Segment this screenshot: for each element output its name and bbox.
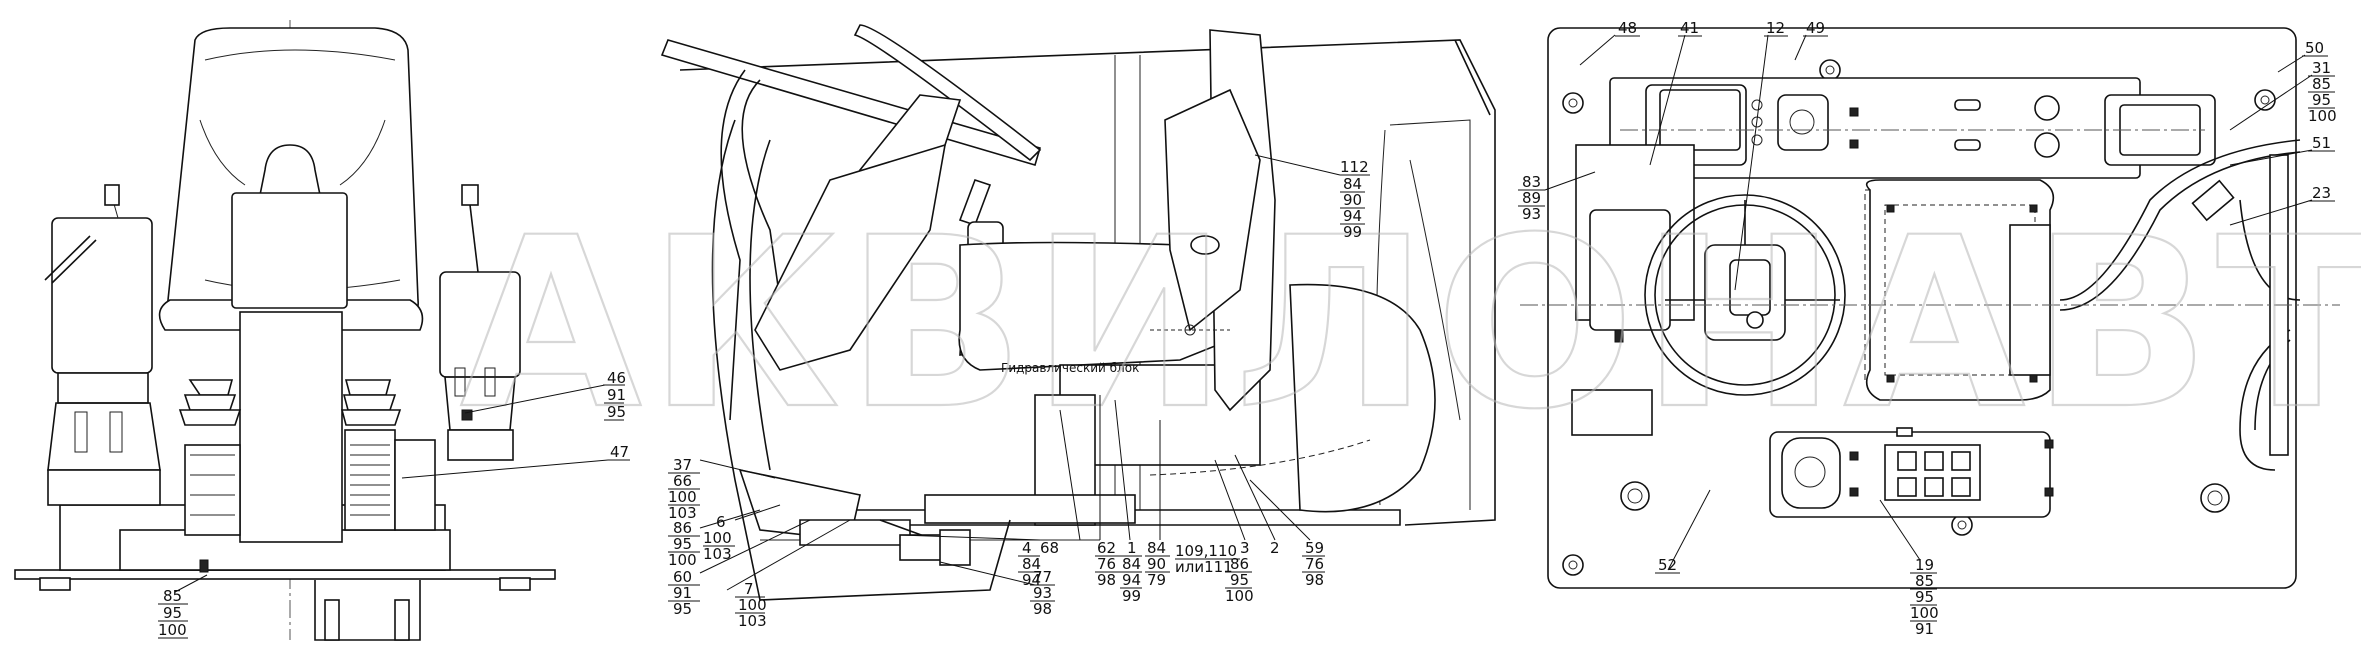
callout-100g: 100 — [2308, 107, 2337, 125]
callout-95e: 95 — [1230, 571, 1249, 589]
callout-41: 41 — [1680, 19, 1699, 37]
callout-90b: 90 — [1147, 555, 1166, 573]
callout-60: 60 — [673, 568, 692, 586]
callout-48: 48 — [1618, 19, 1637, 37]
callout-100a: 100 — [158, 621, 187, 639]
callout-91c: 91 — [1915, 620, 1934, 638]
callout-85b: 85 — [2312, 75, 2331, 93]
callout-1: 1 — [1127, 539, 1137, 557]
callout-37: 37 — [673, 456, 692, 474]
callout-86a: 86 — [673, 519, 692, 537]
callout-100h: 100 — [1910, 604, 1939, 622]
callout-91b: 91 — [673, 584, 692, 602]
hydraulic-block-label: Гидравлический блок — [1001, 361, 1139, 375]
callout-46: 46 — [607, 369, 626, 387]
base-plate — [14, 569, 556, 580]
callout-50: 50 — [2305, 39, 2324, 57]
callout-7: 7 — [744, 580, 754, 598]
callout-100e: 100 — [738, 596, 767, 614]
callout-84d: 84 — [1147, 539, 1166, 557]
callout-103c: 103 — [738, 612, 767, 630]
callout-86b: 86 — [1230, 555, 1249, 573]
callout-89: 89 — [1522, 189, 1541, 207]
callout-100d: 100 — [703, 529, 732, 547]
callout-95f: 95 — [2312, 91, 2331, 109]
callout-59: 59 — [1305, 539, 1324, 557]
callout-95g: 95 — [1915, 588, 1934, 606]
watermark: АКВИЛОНАВТО — [460, 188, 2361, 461]
callout-100b: 100 — [668, 488, 697, 506]
callout-76b: 76 — [1305, 555, 1324, 573]
callout-99b: 99 — [1122, 587, 1141, 605]
callout-51: 51 — [2312, 134, 2331, 152]
callout-3: 3 — [1240, 539, 1250, 557]
top-view — [1520, 27, 2340, 589]
callout-84c: 84 — [1122, 555, 1141, 573]
callout-98c: 98 — [1033, 600, 1052, 618]
callout-85a: 85 — [163, 587, 182, 605]
callout-100c: 100 — [668, 551, 697, 569]
callout-103a: 103 — [668, 504, 697, 522]
callout-93b: 93 — [1522, 205, 1541, 223]
callout-112: 112 — [1340, 158, 1369, 176]
callout-95d: 95 — [673, 600, 692, 618]
callout-95c: 95 — [673, 535, 692, 553]
callout-90a: 90 — [1343, 191, 1362, 209]
callout-31: 31 — [2312, 59, 2331, 77]
callout-99a: 99 — [1343, 223, 1362, 241]
callout-100f: 100 — [1225, 587, 1254, 605]
callout-84a: 84 — [1343, 175, 1362, 193]
joystick-console — [754, 143, 947, 371]
callout-49: 49 — [1806, 19, 1825, 37]
callout-2: 2 — [1270, 539, 1280, 557]
left-armrest — [51, 217, 153, 374]
callout-52: 52 — [1658, 556, 1677, 574]
callout-95: 95 — [607, 403, 626, 421]
seat-column — [239, 311, 343, 543]
callout-103b: 103 — [703, 545, 732, 563]
callout-12: 12 — [1766, 19, 1785, 37]
callout-98a: 98 — [1097, 571, 1116, 589]
callout-109-110: 109,110 — [1175, 542, 1237, 560]
front-view — [14, 20, 556, 641]
callout-91: 91 — [607, 386, 626, 404]
callout-77: 77 — [1033, 568, 1052, 586]
callout-98b: 98 — [1305, 571, 1324, 589]
callout-47: 47 — [610, 443, 629, 461]
callout-83: 83 — [1522, 173, 1541, 191]
callout-4: 4 — [1022, 539, 1032, 557]
callout-84b: 84 — [1022, 555, 1041, 573]
callout-76a: 76 — [1097, 555, 1116, 573]
callout-62: 62 — [1097, 539, 1116, 557]
callout-85c: 85 — [1915, 572, 1934, 590]
callout-93a: 93 — [1033, 584, 1052, 602]
callout-94a: 94 — [1343, 207, 1362, 225]
callout-19: 19 — [1915, 556, 1934, 574]
callouts: 46 91 95 47 85 95 100 112 84 90 94 99 37… — [158, 19, 2337, 639]
steering-wheel-top — [1644, 194, 1846, 396]
callout-23: 23 — [2312, 184, 2331, 202]
callout-95b: 95 — [163, 604, 182, 622]
callout-79: 79 — [1147, 571, 1166, 589]
callout-66: 66 — [673, 472, 692, 490]
callout-94c: 94 — [1122, 571, 1141, 589]
callout-6: 6 — [716, 513, 726, 531]
callout-68: 68 — [1040, 539, 1059, 557]
callout-111: или111 — [1175, 558, 1233, 576]
